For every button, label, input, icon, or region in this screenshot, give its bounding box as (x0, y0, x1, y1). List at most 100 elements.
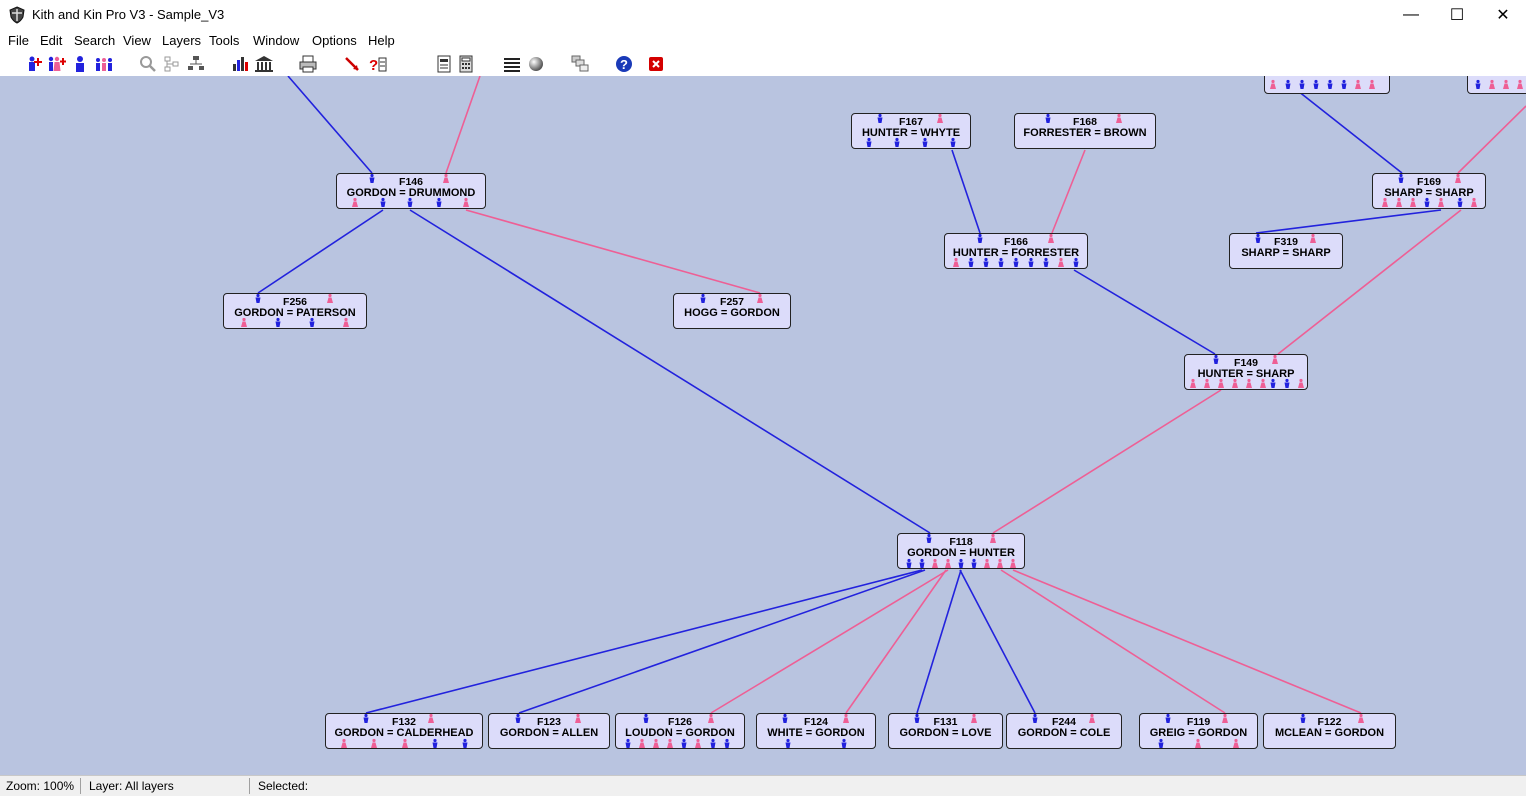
connector-line (365, 569, 923, 714)
menu-layers[interactable]: Layers (162, 33, 202, 48)
family-box-f124[interactable]: F124 WHITE = GORDON (756, 713, 876, 749)
family-box-f118[interactable]: F118 GORDON = HUNTER (897, 533, 1025, 569)
report-icon[interactable] (434, 54, 454, 74)
menu-help[interactable]: Help (368, 33, 395, 48)
globe-icon[interactable] (526, 54, 546, 74)
family-names: HUNTER = SHARP (1197, 368, 1295, 380)
family-box-f167[interactable]: F167 HUNTER = WHYTE (851, 113, 971, 149)
menu-file[interactable]: File (8, 33, 29, 48)
layers-icon[interactable] (570, 54, 590, 74)
family-box-offscreen-2[interactable] (1467, 76, 1526, 94)
family-id: F256 (283, 296, 307, 308)
family-names: GORDON = LOVE (899, 727, 992, 739)
family-tree-canvas[interactable]: F146 GORDON = DRUMMOND F256 GORDON = PAT… (0, 76, 1526, 775)
building-icon[interactable] (254, 54, 274, 74)
status-layer: Layer: All layers (83, 778, 250, 794)
family-box-f123[interactable]: F123 GORDON = ALLEN (488, 713, 610, 749)
menu-view[interactable]: View (123, 33, 151, 48)
add-family-icon[interactable] (46, 54, 66, 74)
status-zoom: Zoom: 100% (0, 778, 81, 794)
family-box-f257[interactable]: F257 HOGG = GORDON (673, 293, 791, 329)
chart-icon[interactable] (230, 54, 250, 74)
hierarchy-icon[interactable] (186, 54, 206, 74)
family-box-f256[interactable]: F256 GORDON = PATERSON (223, 293, 367, 329)
menu-options[interactable]: Options (312, 33, 357, 48)
connector-line (1000, 569, 1226, 714)
family-id: F244 (1052, 716, 1076, 728)
connector-line (1297, 90, 1403, 174)
add-person-icon[interactable] (24, 54, 44, 74)
family-names: WHITE = GORDON (767, 727, 865, 739)
close-button[interactable]: ✕ (1496, 7, 1510, 24)
connector-line (1073, 269, 1216, 355)
family-box-f244[interactable]: F244 GORDON = COLE (1006, 713, 1122, 749)
exit-icon[interactable] (646, 54, 666, 74)
family-names: FORRESTER = BROWN (1023, 127, 1147, 139)
menu-search[interactable]: Search (74, 33, 116, 48)
help-context-icon[interactable]: ? (368, 54, 388, 74)
person-icon[interactable] (70, 54, 90, 74)
family-id: F126 (668, 716, 692, 728)
connector-line (257, 209, 384, 294)
connector-line (287, 76, 373, 174)
family-id: F167 (899, 116, 923, 128)
family-id: F124 (804, 716, 828, 728)
connector-line (1457, 105, 1526, 174)
family-box-f122[interactable]: F122 MCLEAN = GORDON (1263, 713, 1396, 749)
maximize-button[interactable]: ☐ (1449, 7, 1465, 24)
connector-line (710, 569, 949, 714)
family-id: F257 (720, 296, 744, 308)
family-box-offscreen-1[interactable] (1264, 76, 1390, 94)
family-names: GORDON = DRUMMOND (346, 187, 476, 199)
family-names: LOUDON = GORDON (625, 727, 735, 739)
family-box-f119[interactable]: F119 GREIG = GORDON (1139, 713, 1258, 749)
menu-tools[interactable]: Tools (209, 33, 240, 48)
family-box-f168[interactable]: F168 FORRESTER = BROWN (1014, 113, 1156, 149)
help-icon[interactable]: ? (614, 54, 634, 74)
status-selected: Selected: (258, 779, 309, 793)
pointer-icon[interactable] (342, 54, 362, 74)
family-names: HUNTER = WHYTE (861, 127, 961, 139)
family-names: HOGG = GORDON (684, 307, 780, 319)
connector-line (465, 209, 761, 294)
calculator-icon[interactable] (456, 54, 476, 74)
family-box-f319[interactable]: F319 SHARP = SHARP (1229, 233, 1343, 269)
family-names: GORDON = CALDERHEAD (334, 727, 474, 739)
connector-line (992, 389, 1222, 534)
menu-edit[interactable]: Edit (40, 33, 63, 48)
list-icon[interactable] (502, 54, 522, 74)
family-id: F146 (399, 176, 423, 188)
connector-line (1012, 569, 1362, 714)
menu-window[interactable]: Window (253, 33, 300, 48)
svg-text:?: ? (369, 57, 378, 73)
family-box-f131[interactable]: F131 GORDON = LOVE (888, 713, 1003, 749)
family-id: F119 (1186, 716, 1211, 728)
connector-line (916, 569, 962, 714)
family-box-f149[interactable]: F149 HUNTER = SHARP (1184, 354, 1308, 390)
family-id: F122 (1317, 716, 1342, 728)
tree-icon[interactable] (162, 54, 182, 74)
family-id: F166 (1004, 236, 1028, 248)
family-box-f166[interactable]: F166 HUNTER = FORRESTER (944, 233, 1088, 269)
family-names: SHARP = SHARP (1241, 247, 1331, 259)
connector-line (845, 569, 947, 714)
status-bar: Zoom: 100% Layer: All layers Selected: (0, 775, 1526, 796)
family-id: F118 (949, 536, 973, 548)
print-icon[interactable] (298, 54, 318, 74)
family-names: SHARP = SHARP (1384, 187, 1474, 199)
zoom-icon[interactable] (138, 54, 158, 74)
children-icon[interactable] (94, 54, 114, 74)
connector-line (518, 569, 926, 714)
family-box-f132[interactable]: F132 GORDON = CALDERHEAD (325, 713, 483, 749)
app-shield-icon (9, 6, 25, 24)
family-names: GORDON = PATERSON (234, 307, 356, 319)
family-names: GORDON = COLE (1017, 727, 1111, 739)
minimize-button[interactable]: — (1403, 6, 1419, 23)
family-box-f126[interactable]: F126 LOUDON = GORDON (615, 713, 745, 749)
family-box-f169[interactable]: F169 SHARP = SHARP (1372, 173, 1486, 209)
family-names: GREIG = GORDON (1149, 727, 1248, 739)
family-id: F169 (1417, 176, 1441, 188)
family-box-f146[interactable]: F146 GORDON = DRUMMOND (336, 173, 486, 209)
connector-line (959, 569, 1036, 714)
connector-line (1051, 149, 1086, 234)
